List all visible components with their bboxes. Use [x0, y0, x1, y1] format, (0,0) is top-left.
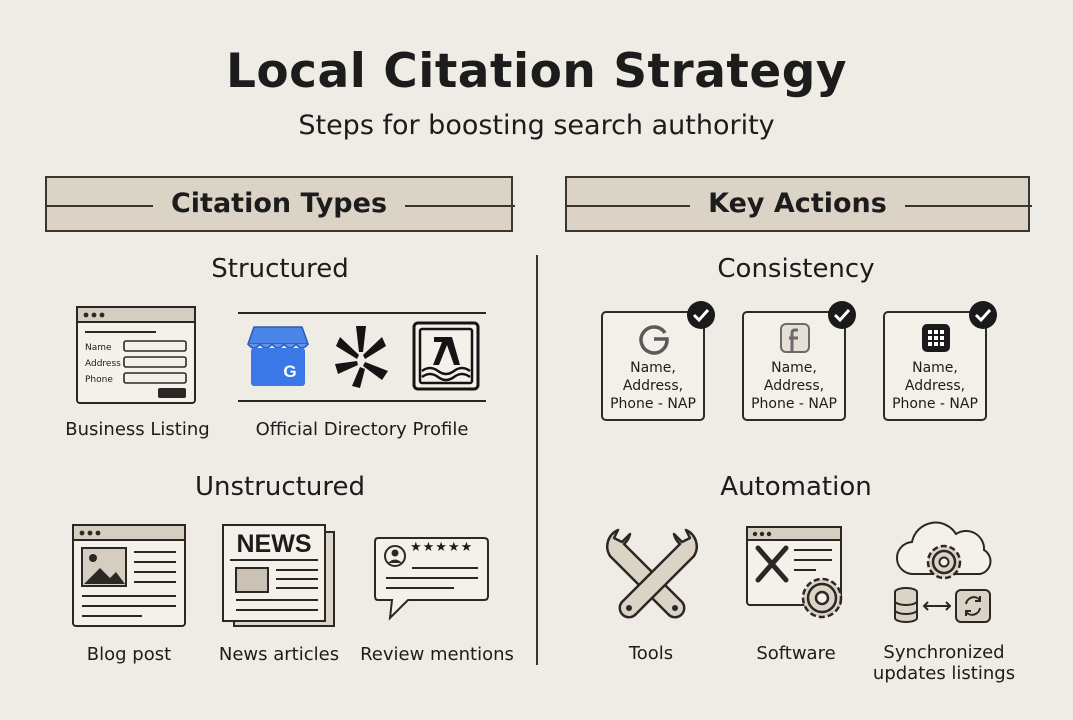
citation-types-banner: Citation Types [45, 176, 515, 232]
unstructured-heading: Unstructured [194, 472, 365, 502]
nap-line-phone: Phone - NAP [751, 396, 837, 412]
cloud-sync-icon [892, 520, 996, 630]
news-masthead: NEWS [236, 530, 312, 558]
google-business-icon: G [244, 324, 312, 388]
google-icon [637, 321, 671, 355]
nap-card-app: Name, Address, Phone - NAP [883, 301, 997, 421]
key-actions-title: Key Actions [690, 188, 905, 219]
column-divider [536, 255, 538, 665]
review-mentions-label: Review mentions [360, 644, 514, 665]
automation-heading: Automation [720, 472, 872, 502]
nap-line-address: Address, [763, 378, 825, 394]
key-actions-banner: Key Actions [565, 176, 1032, 232]
nap-line-address: Address, [904, 378, 966, 394]
nap-line-phone: Phone - NAP [892, 396, 978, 412]
citation-types-title: Citation Types [152, 188, 406, 219]
nap-line-name: Name, [912, 360, 958, 376]
review-bubble-icon: ★★★★★ [374, 536, 490, 622]
tools-label: Tools [628, 643, 674, 664]
newspaper-icon: NEWS [222, 524, 336, 628]
blog-post-label: Blog post [86, 644, 172, 665]
page-title: Local Citation Strategy [225, 44, 848, 99]
nap-line-name: Name, [630, 360, 676, 376]
check-icon [969, 301, 997, 329]
sync-line-1: Synchronized [883, 642, 1005, 663]
nap-text: Name, Address, Phone - NAP [885, 359, 985, 413]
form-label-address: Address [85, 359, 121, 369]
check-icon [687, 301, 715, 329]
five-star-rating-icon: ★★★★★ [410, 540, 474, 555]
nap-text: Name, Address, Phone - NAP [744, 359, 844, 413]
google-badge-letter: G [283, 362, 297, 381]
form-label-name: Name [85, 343, 112, 353]
consistency-heading: Consistency [717, 254, 875, 284]
directory-bottom-rule [238, 400, 486, 402]
business-listing-icon: Name Address Phone [76, 306, 198, 406]
official-directory-label: Official Directory Profile [255, 419, 469, 440]
sync-line-2: updates listings [872, 663, 1016, 684]
blog-post-icon [72, 524, 186, 628]
app-grid-icon [919, 321, 953, 355]
nap-line-phone: Phone - NAP [610, 396, 696, 412]
check-icon [828, 301, 856, 329]
synchronized-updates-label: Synchronized updates listings [862, 642, 1026, 684]
nap-card-facebook: Name, Address, Phone - NAP [742, 301, 856, 421]
structured-heading: Structured [211, 254, 349, 284]
directory-pages-icon [412, 321, 480, 391]
business-listing-label: Business Listing [65, 419, 210, 440]
news-articles-label: News articles [218, 644, 340, 665]
software-label: Software [756, 643, 836, 664]
form-label-phone: Phone [85, 375, 113, 385]
nap-card-google: Name, Address, Phone - NAP [601, 301, 715, 421]
nap-line-name: Name, [771, 360, 817, 376]
nap-text: Name, Address, Phone - NAP [603, 359, 703, 413]
wrench-tools-icon [602, 526, 702, 626]
yelp-burst-icon [332, 322, 390, 390]
directory-top-rule [238, 312, 486, 314]
facebook-icon [778, 321, 812, 355]
form-field-labels: Name Address Phone [85, 340, 121, 388]
page-subtitle: Steps for boosting search authority [298, 110, 775, 141]
nap-line-address: Address, [622, 378, 684, 394]
software-icon [746, 526, 850, 626]
